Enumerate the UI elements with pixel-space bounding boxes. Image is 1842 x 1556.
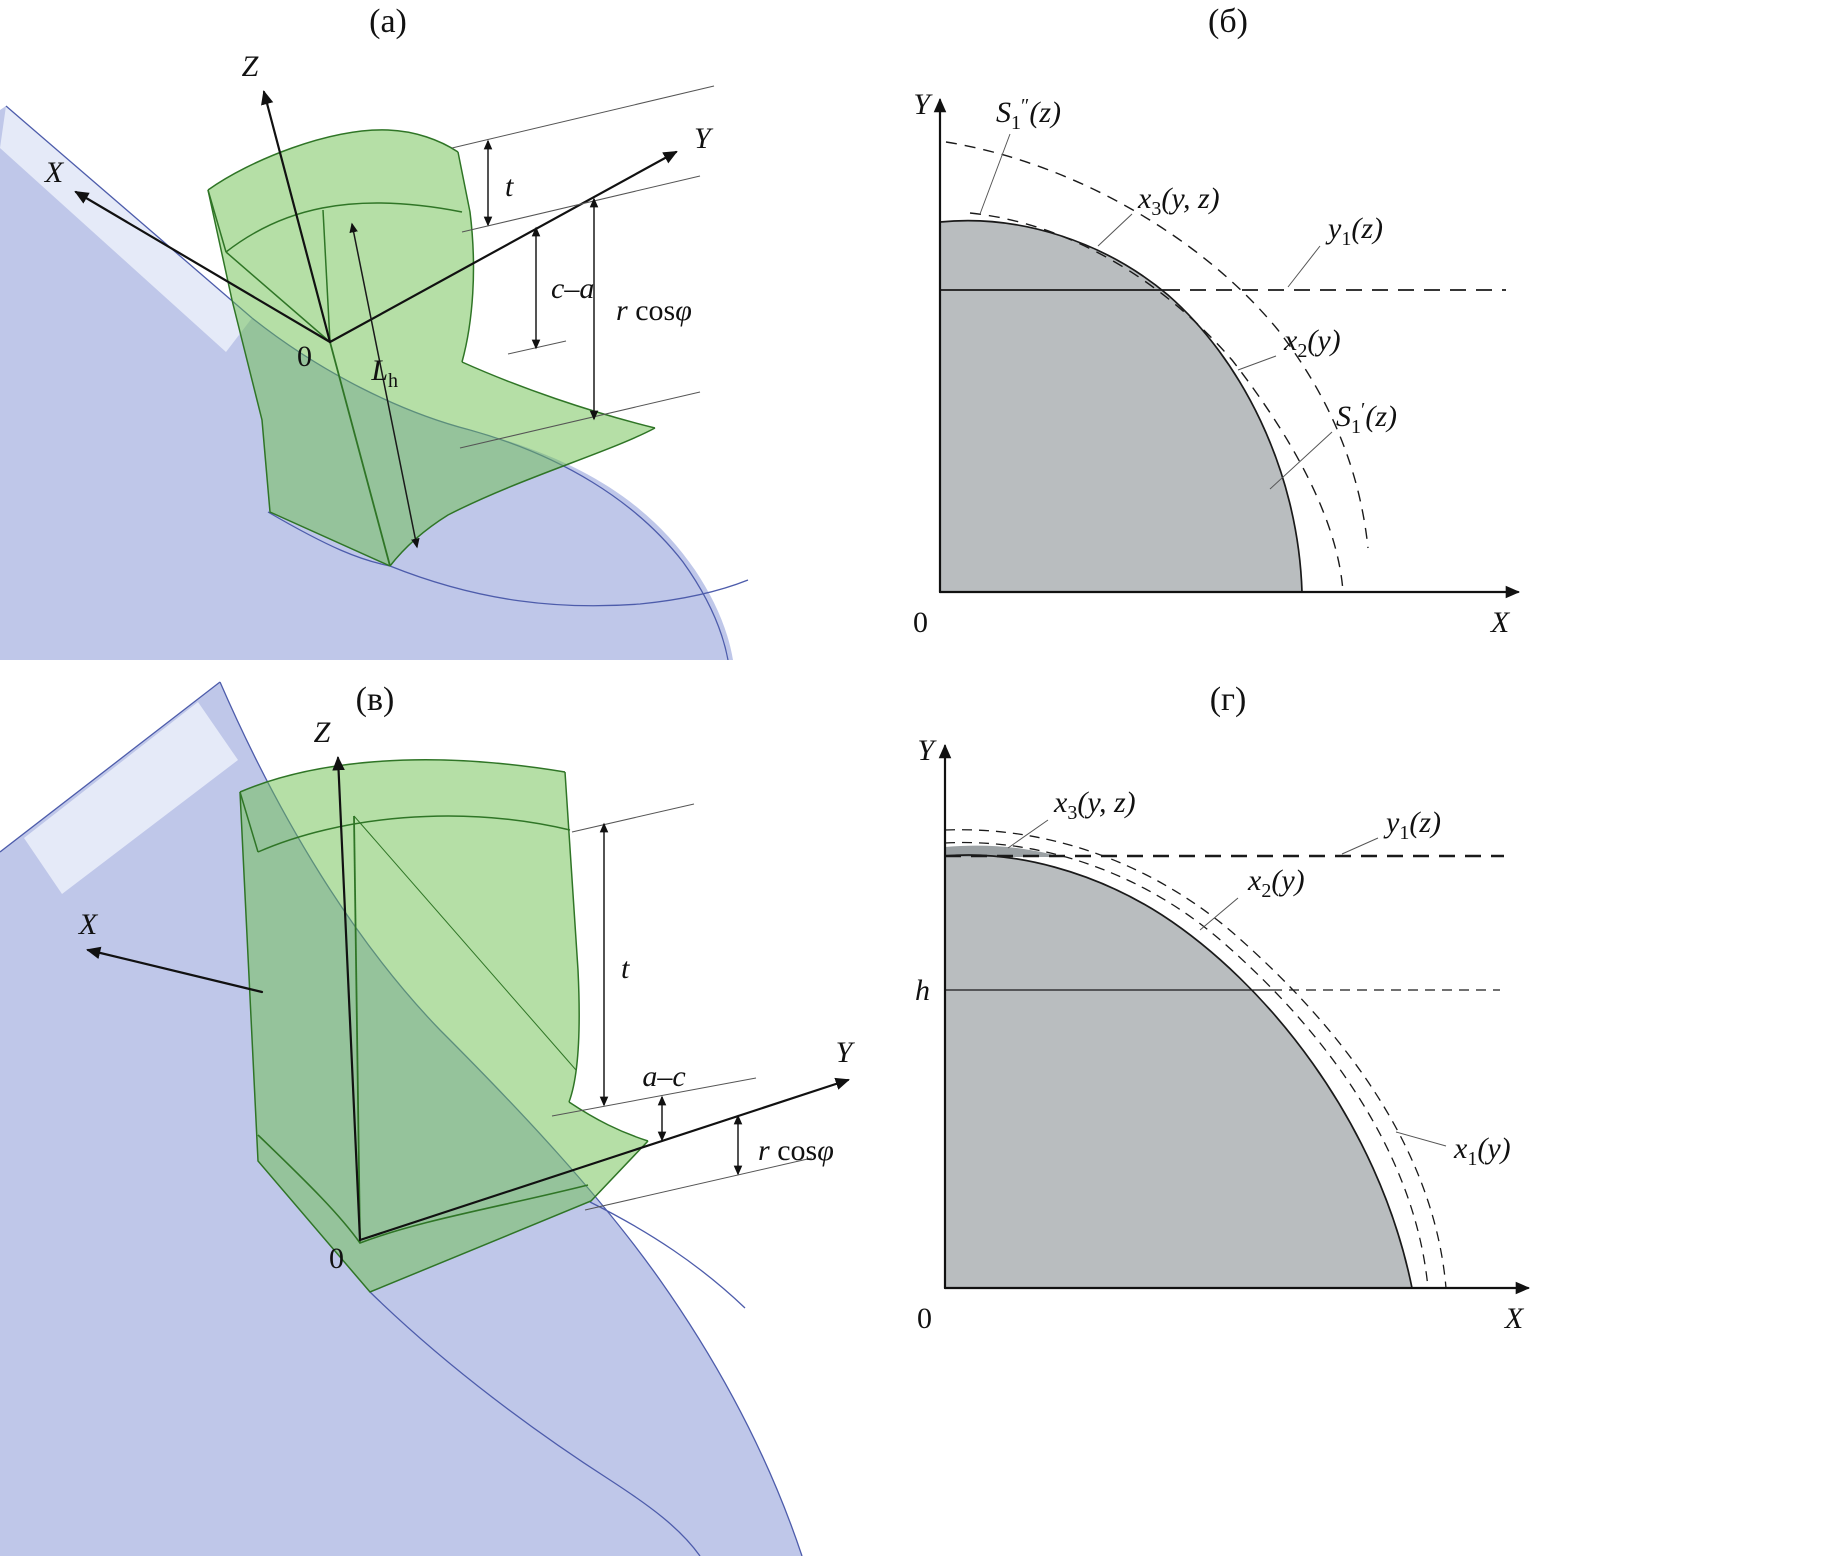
- label-h: h: [915, 974, 930, 1007]
- x-axis: [86, 946, 264, 994]
- section-boundary-x3-x2: [944, 854, 1413, 1289]
- leader-y1: [1287, 245, 1321, 288]
- y-axis-label: Y: [913, 88, 933, 121]
- panel-v: (в): [0, 680, 900, 1556]
- ref-line-a: [551, 1077, 757, 1117]
- y-axis: [358, 1077, 850, 1242]
- curve-S1pp-dashed: [945, 141, 1369, 549]
- ref-line-top: [571, 803, 695, 833]
- curve-dashed-outer: [944, 829, 1447, 1289]
- ref-line-top: [451, 85, 715, 149]
- label-rcos: r cosφ: [758, 1134, 834, 1167]
- x-axis-label: X: [1504, 1302, 1525, 1335]
- ref-line-b: [584, 1157, 813, 1211]
- label-y1: y1(z): [1383, 806, 1441, 844]
- label-a-c: a–c: [642, 1060, 685, 1093]
- dim-arrow-Lh: [349, 222, 420, 549]
- leader-x2: [1199, 897, 1239, 931]
- label-x1: x1(y): [1453, 1132, 1511, 1170]
- leader-S1p: [1269, 431, 1333, 490]
- origin-label: 0: [917, 1302, 932, 1335]
- panel-b-canvas: (б) Y X 0 S1″(z) x3(y, z): [913, 3, 1521, 639]
- y-axis-label: Y: [917, 734, 937, 767]
- panel-g: (г) Y X 0 h x3(y: [900, 680, 1842, 1556]
- green-volume: [208, 129, 655, 566]
- y-axis-label: Y: [694, 122, 714, 155]
- panel-g-canvas: (г) Y X 0 h x3(y: [915, 681, 1531, 1335]
- section-fill: [945, 855, 1412, 1288]
- leader-x1: [1395, 1131, 1447, 1147]
- panel-g-title: (г): [1210, 681, 1247, 718]
- panel-a: (а): [0, 0, 900, 660]
- leader-x3: [1097, 213, 1133, 247]
- leader-x2: [1237, 355, 1277, 371]
- green-volume: [240, 759, 648, 1292]
- label-x3: x3(y, z): [1137, 182, 1220, 220]
- blue-surface-highlight: [0, 106, 252, 352]
- label-S1p: S1′(z): [1336, 399, 1397, 438]
- panel-v-title: (в): [356, 681, 395, 718]
- label-x2: x2(y): [1283, 324, 1341, 362]
- section-fill: [940, 220, 1302, 592]
- curve-dashed-inner: [944, 841, 1429, 1289]
- panel-v-canvas: (в): [0, 681, 856, 1556]
- label-x2: x2(y): [1247, 864, 1305, 902]
- label-t: t: [621, 952, 630, 985]
- z-axis: [261, 90, 332, 344]
- z-axis-label: Z: [314, 716, 331, 749]
- z-axis: [332, 756, 362, 1242]
- section-boundary-x3-x2: [939, 219, 1303, 593]
- origin-label: 0: [297, 340, 312, 373]
- panel-a-title: (а): [369, 3, 407, 40]
- panel-b-title: (б): [1208, 3, 1248, 40]
- section-top-sliver: [945, 845, 1062, 857]
- x-axis: [74, 190, 332, 344]
- ref-line-bottom: [459, 391, 701, 449]
- leader-x3: [1007, 819, 1049, 849]
- ref-tick-origin: [507, 340, 567, 355]
- origin-label: 0: [329, 1242, 344, 1275]
- y-axis-label: Y: [836, 1036, 856, 1069]
- panel-a-canvas: (а): [0, 3, 749, 660]
- label-c-a: c–a: [551, 272, 594, 305]
- green-volume-edges: [239, 759, 649, 1293]
- curve-S1p-dashed: [969, 212, 1344, 593]
- label-y1: y1(z): [1325, 212, 1383, 250]
- leader-S1pp: [979, 133, 1011, 215]
- blue-surface-highlight: [24, 702, 238, 894]
- label-Lh: Lh: [370, 354, 398, 392]
- x-axis-label: X: [78, 908, 99, 941]
- label-S1pp: S1″(z): [996, 95, 1061, 134]
- origin-label: 0: [913, 606, 928, 639]
- leader-y1: [1341, 837, 1379, 855]
- x-axis-label: X: [44, 156, 65, 189]
- blue-surface: [0, 106, 733, 660]
- label-t: t: [505, 170, 514, 203]
- label-rcos: r cosφ: [616, 294, 692, 327]
- ref-line-mid: [461, 175, 701, 233]
- panel-b: (б) Y X 0 S1″(z) x3(y, z): [900, 0, 1842, 660]
- x-axis-label: X: [1490, 606, 1511, 639]
- z-axis-label: Z: [242, 50, 259, 83]
- label-x3: x3(y, z): [1053, 786, 1136, 824]
